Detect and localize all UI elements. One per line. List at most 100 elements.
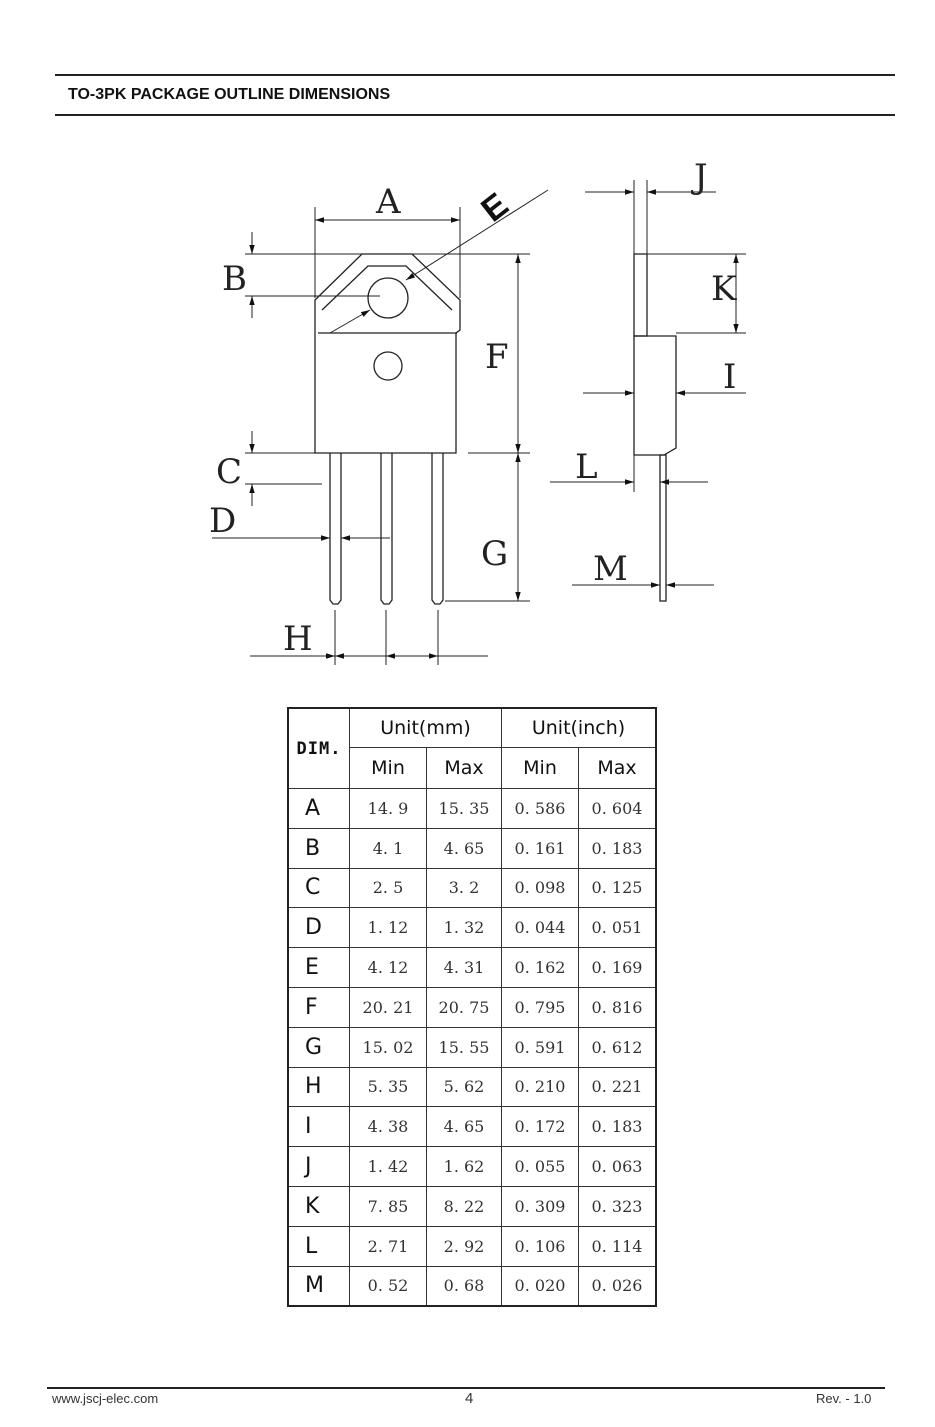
mm-max-cell: 15. 55 [426, 1026, 502, 1068]
package-outline-drawing: A B C D F G H I J K L M E [209, 157, 746, 665]
mm-max-cell: 8. 22 [426, 1185, 502, 1227]
mm-max-cell: 0. 68 [426, 1265, 502, 1307]
mm-min-cell: 4. 12 [349, 947, 427, 988]
mounting-hole [367, 277, 409, 319]
inch-min-header: Min [501, 747, 579, 789]
mm-max-cell: 15. 35 [426, 788, 502, 829]
label-j: J [691, 157, 708, 197]
mm-min-cell: 5. 35 [349, 1066, 427, 1108]
inch-min-cell: 0. 162 [501, 947, 579, 988]
mm-max-cell: 1. 62 [426, 1146, 502, 1187]
footer-page-number: 4 [465, 1390, 474, 1407]
page-title: TO-3PK PACKAGE OUTLINE DIMENSIONS [68, 86, 390, 104]
mm-max-cell: 3. 2 [426, 867, 502, 909]
mm-min-cell: 15. 02 [349, 1026, 427, 1068]
lead-3 [431, 453, 444, 605]
dim-cell: J [287, 1146, 350, 1187]
mm-max-cell: 4. 65 [426, 1106, 502, 1148]
mm-min-cell: 14. 9 [349, 788, 427, 829]
mm-min-cell: 2. 71 [349, 1225, 427, 1267]
mm-min-cell: 0. 52 [349, 1265, 427, 1307]
inch-max-cell: 0. 183 [578, 827, 657, 869]
inch-max-cell: 0. 612 [578, 1026, 657, 1068]
inch-max-cell: 0. 816 [578, 986, 657, 1028]
mm-min-cell: 2. 5 [349, 867, 427, 909]
label-l: L [575, 447, 598, 487]
title-package-name: TO-3PK [68, 86, 127, 103]
inch-max-cell: 0. 125 [578, 867, 657, 909]
inch-min-cell: 0. 055 [501, 1146, 579, 1187]
inch-max-cell: 0. 323 [578, 1185, 657, 1227]
mm-max-cell: 4. 31 [426, 947, 502, 988]
dim-cell: I [287, 1106, 350, 1148]
label-m: M [593, 549, 628, 589]
inch-min-cell: 0. 044 [501, 907, 579, 949]
label-b: B [222, 259, 247, 299]
title-text: PACKAGE OUTLINE DIMENSIONS [130, 86, 391, 103]
mm-min-cell: 4. 1 [349, 827, 427, 869]
dim-column-header: DIM. [287, 707, 350, 789]
label-e: E [474, 186, 515, 230]
dim-cell: F [287, 986, 350, 1028]
dim-cell: L [287, 1225, 350, 1267]
header-rule-bottom [55, 114, 895, 116]
mm-min-cell: 20. 21 [349, 986, 427, 1028]
mm-min-cell: 7. 85 [349, 1185, 427, 1227]
dimensions-table: DIM. Unit(mm) Unit(inch) Min Max Min Max… [287, 707, 657, 1308]
mm-max-cell: 5. 62 [426, 1066, 502, 1108]
dim-cell: C [287, 867, 350, 909]
inch-max-cell: 0. 051 [578, 907, 657, 949]
label-g: G [481, 534, 508, 574]
inch-max-cell: 0. 063 [578, 1146, 657, 1187]
inch-min-cell: 0. 106 [501, 1225, 579, 1267]
mm-min-cell: 4. 38 [349, 1106, 427, 1148]
footer-revision: Rev. - 1.0 [816, 1391, 872, 1406]
inch-min-cell: 0. 161 [501, 827, 579, 869]
inch-min-cell: 0. 098 [501, 867, 579, 909]
inch-max-cell: 0. 604 [578, 788, 657, 829]
inch-min-cell: 0. 210 [501, 1066, 579, 1108]
unit-mm-header: Unit(mm) [349, 707, 502, 748]
label-d: D [209, 501, 236, 541]
label-h: H [283, 619, 313, 659]
lead-1 [329, 453, 342, 605]
unit-inch-header: Unit(inch) [501, 707, 657, 748]
mm-min-cell: 1. 12 [349, 907, 427, 949]
mm-max-cell: 1. 32 [426, 907, 502, 949]
dim-cell: G [287, 1026, 350, 1068]
dim-cell: M [287, 1265, 350, 1307]
inch-max-cell: 0. 026 [578, 1265, 657, 1307]
tab-bevel [321, 265, 453, 311]
dim-cell: H [287, 1066, 350, 1108]
side-body [633, 335, 677, 456]
label-f: F [485, 337, 509, 377]
inch-min-cell: 0. 020 [501, 1265, 579, 1307]
inch-min-cell: 0. 795 [501, 986, 579, 1028]
label-a: A [375, 182, 401, 222]
inch-max-header: Max [578, 747, 657, 789]
table-subheader-row: Min Max Min Max [288, 747, 657, 789]
footer-website: www.jscj-elec.com [52, 1391, 159, 1406]
die-marker [373, 351, 403, 381]
inch-min-cell: 0. 172 [501, 1106, 579, 1148]
dim-cell: B [287, 827, 350, 869]
mm-max-cell: 2. 92 [426, 1225, 502, 1267]
side-lead [659, 454, 667, 602]
lead-2 [380, 453, 393, 605]
inch-max-cell: 0. 114 [578, 1225, 657, 1267]
label-i: I [723, 357, 736, 397]
mm-min-header: Min [349, 747, 427, 789]
inch-min-cell: 0. 309 [501, 1185, 579, 1227]
header-rule-top [55, 74, 895, 76]
mm-max-cell: 20. 75 [426, 986, 502, 1028]
